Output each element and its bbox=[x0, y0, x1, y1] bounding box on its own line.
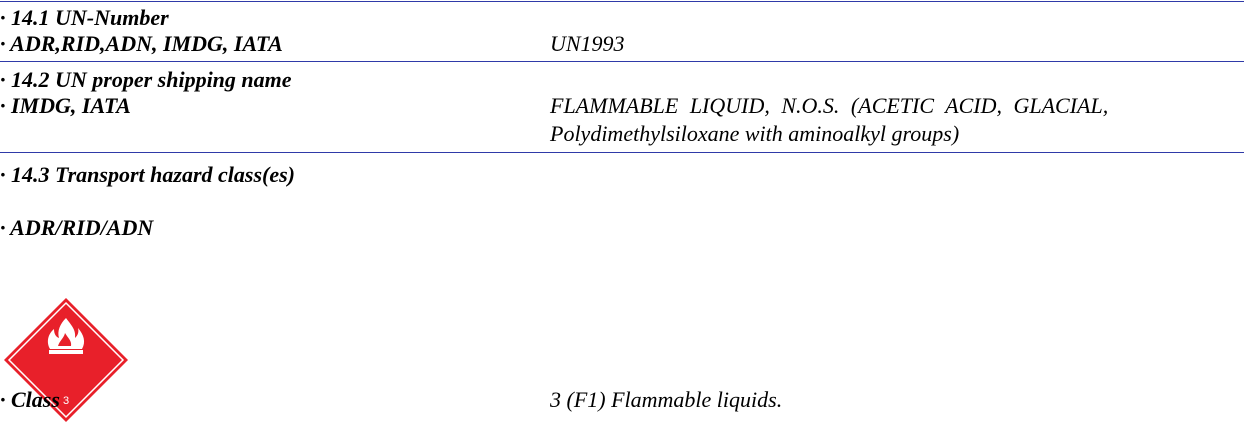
section-divider bbox=[0, 1, 1244, 2]
label-imdg-iata: · IMDG, IATA bbox=[0, 93, 131, 118]
label-class: · Class bbox=[0, 387, 60, 412]
placard-diamond bbox=[4, 298, 128, 422]
label-adr-rid-adn: · ADR/RID/ADN bbox=[0, 215, 154, 240]
label-transport-modes: · ADR,RID,ADN, IMDG, IATA bbox=[0, 31, 283, 56]
class-value: 3 (F1) Flammable liquids. bbox=[550, 387, 783, 412]
heading-14-1: · 14.1 UN-Number bbox=[0, 5, 169, 30]
heading-14-2: · 14.2 UN proper shipping name bbox=[0, 67, 292, 92]
shipping-name-text-1: FLAMMABLE LIQUID, N.O.S. (ACETIC ACID, G… bbox=[550, 93, 1109, 118]
un-number-value: UN1993 bbox=[550, 31, 625, 56]
shipping-name-line-2: Polydimethylsiloxane with aminoalkyl gro… bbox=[550, 121, 960, 146]
placard-inner-border bbox=[7, 301, 125, 419]
heading-14-3: · 14.3 Transport hazard class(es) bbox=[0, 162, 295, 187]
shipping-name-line-1: FLAMMABLE LIQUID, N.O.S. (ACETIC ACID, G… bbox=[550, 93, 1244, 119]
section-divider bbox=[0, 61, 1244, 62]
placard-class-number: 3 bbox=[63, 395, 69, 407]
section-divider bbox=[0, 152, 1244, 153]
flame-icon bbox=[47, 318, 85, 354]
flammable-liquid-placard-icon: 3 bbox=[4, 298, 128, 422]
